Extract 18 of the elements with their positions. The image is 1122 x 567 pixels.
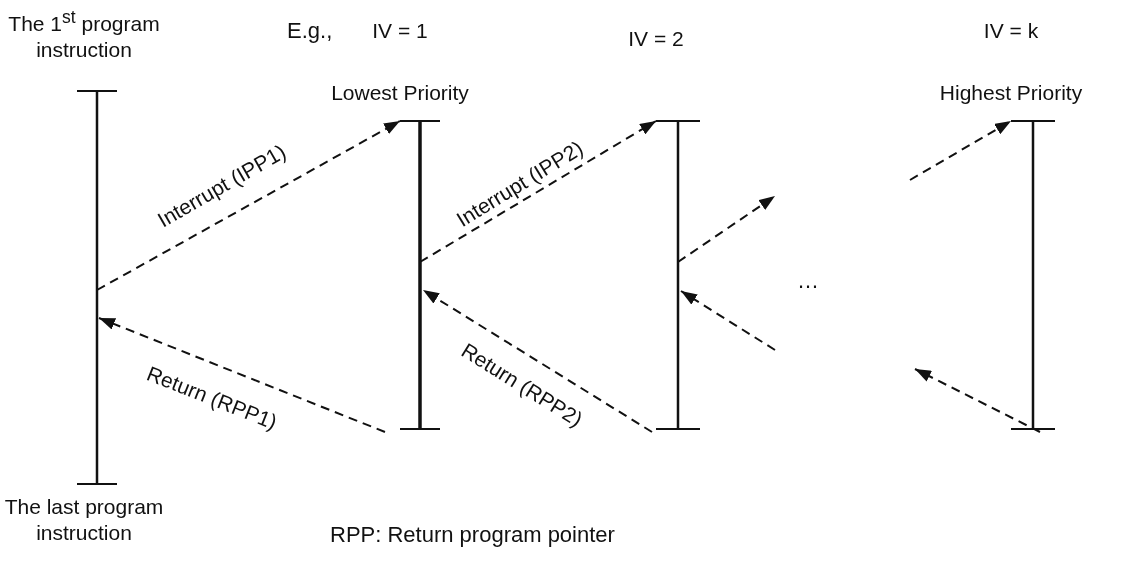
dashed-arrow [909, 120, 1012, 181]
dashed-arrow [677, 195, 776, 263]
bar-caption: Highest Priority [938, 80, 1084, 106]
bar-caption: The 1$^{st}$ program instruction [7, 6, 161, 63]
dashed-arrow [96, 120, 401, 291]
note-text: E.g., [287, 18, 333, 44]
dashed-arrow [680, 290, 776, 351]
bar-caption: IV = 2 [627, 26, 685, 52]
dashed-arrow [422, 289, 653, 433]
dashed-arrow [914, 368, 1041, 433]
dashed-arrow [98, 317, 386, 433]
bar-caption: IV = 1 [371, 18, 429, 44]
bar-caption: Lowest Priority [330, 80, 470, 106]
ellipsis-text: … [797, 268, 819, 294]
footnote-text: RPP: Return program pointer [330, 522, 615, 548]
bar-caption: IV = k [982, 18, 1040, 44]
dashed-arrow [419, 120, 657, 263]
bar-caption: The last program instruction [3, 494, 165, 546]
